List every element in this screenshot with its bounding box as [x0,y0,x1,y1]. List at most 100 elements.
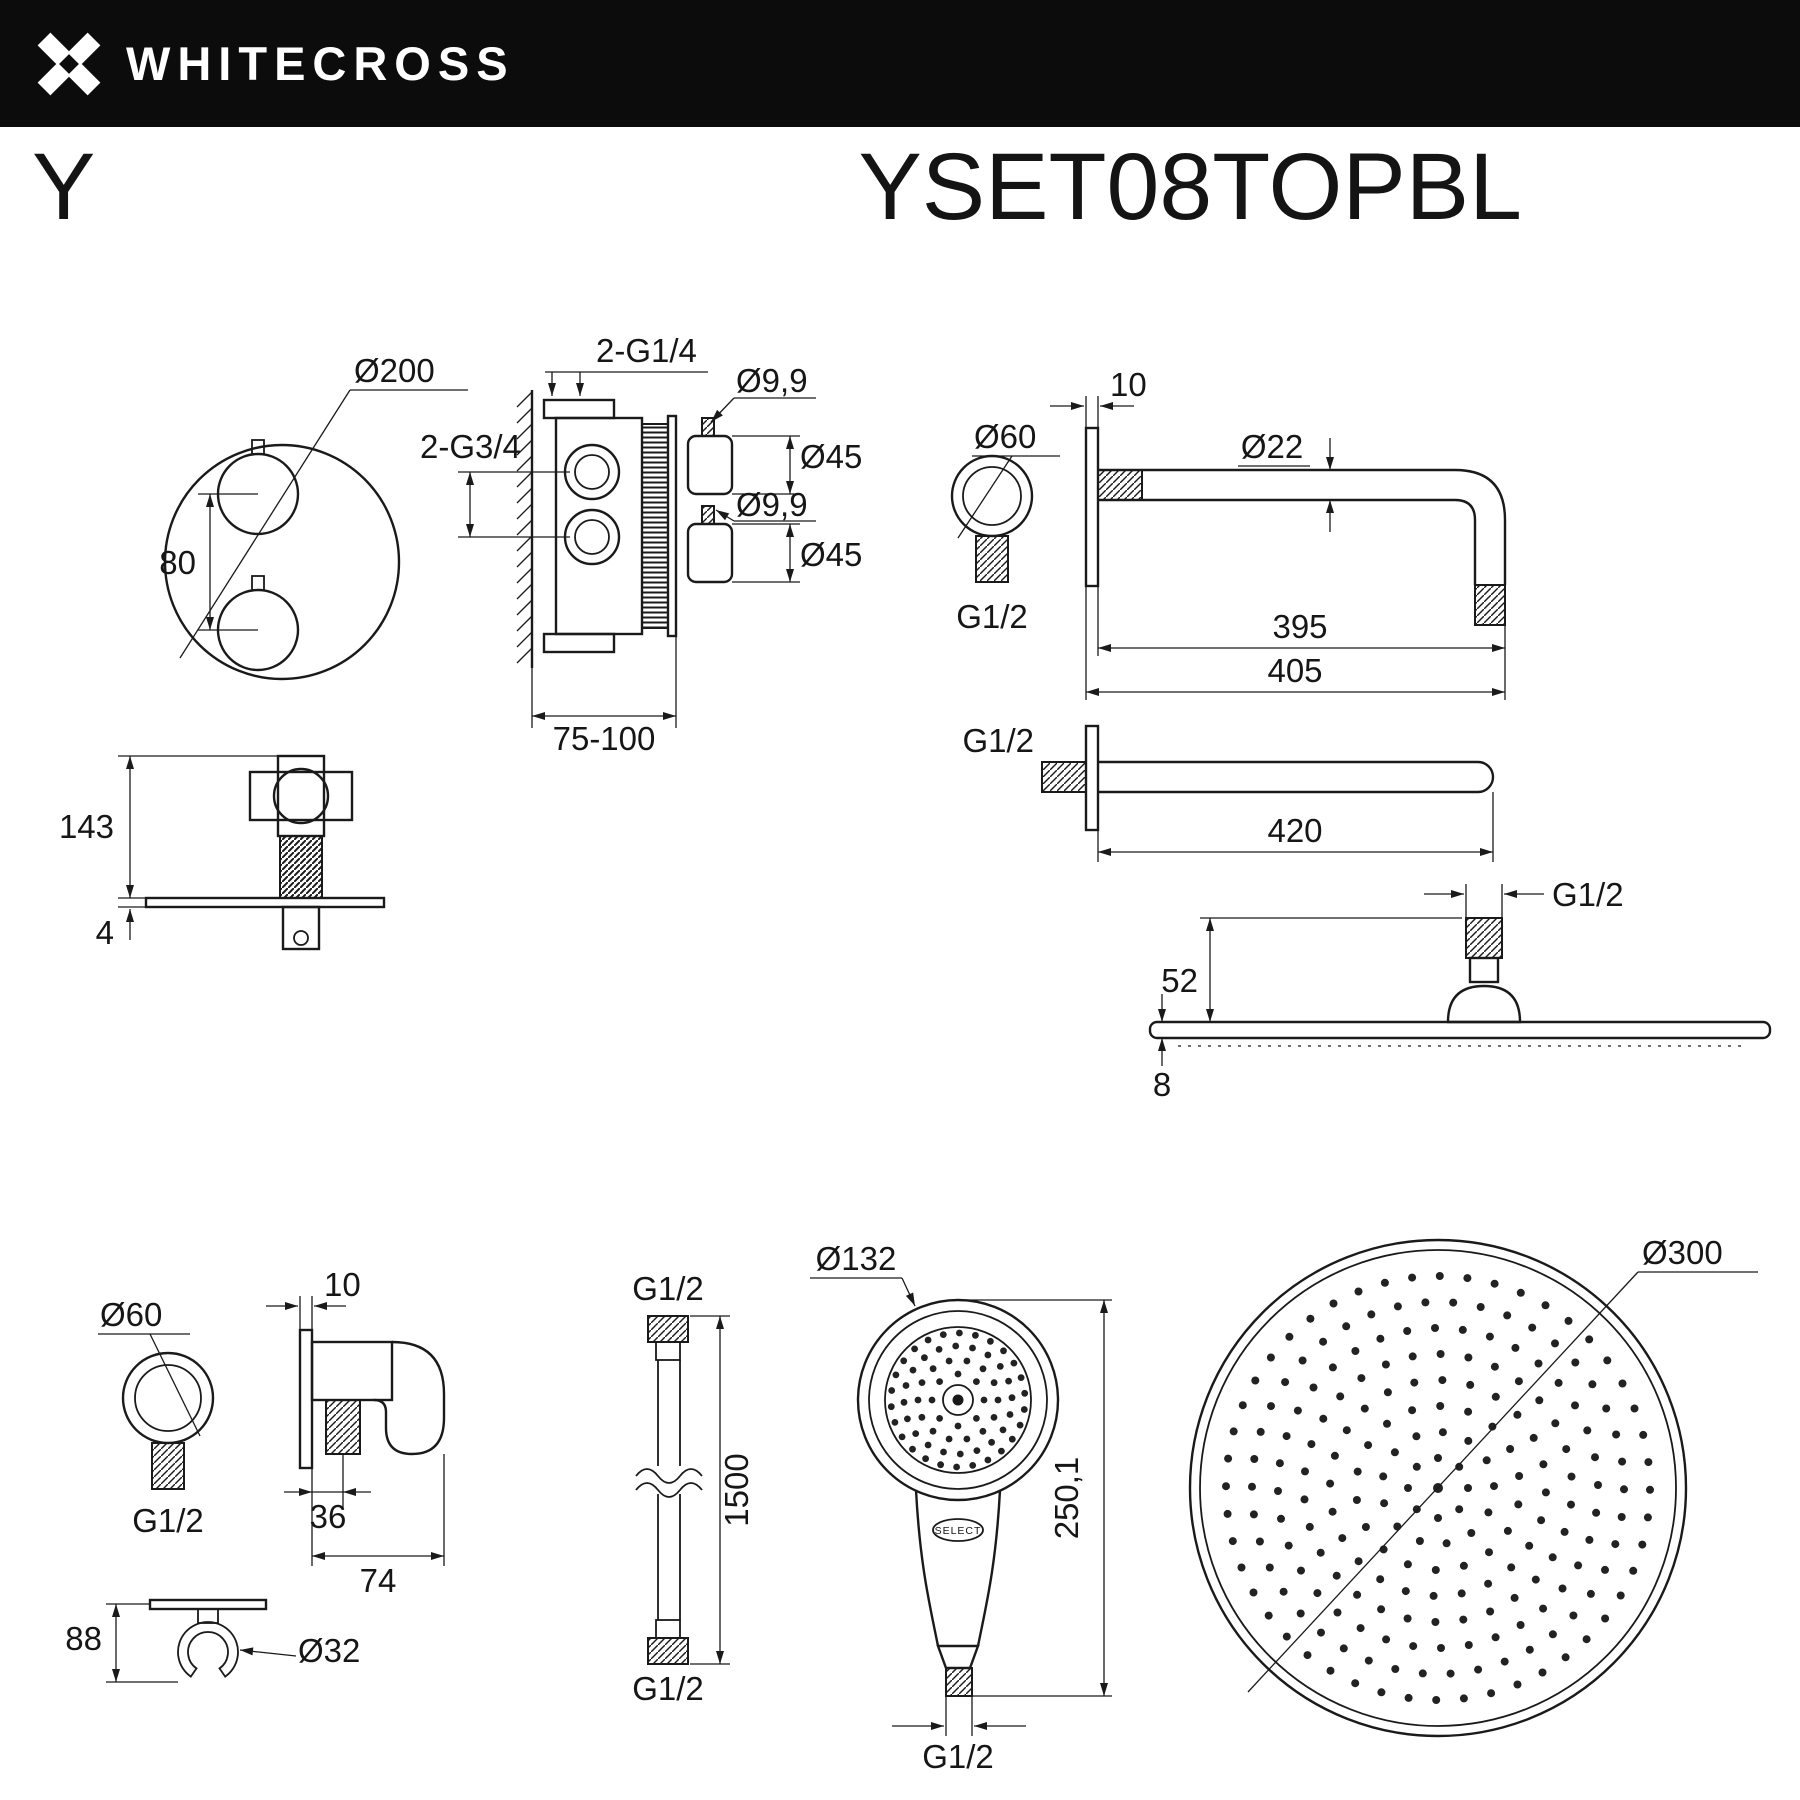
dim-handshower-length: 250,1 [1048,1457,1085,1540]
dim-arm-395: 395 [1272,608,1327,645]
dimension-arm-tube-diameter: Ø22 [1238,428,1334,532]
dimension-install-depth: 75-100 [531,636,677,757]
drawing-outlet-elbow: Ø60 G1/2 10 36 74 [65,1266,446,1683]
holder-stem [197,1608,219,1624]
dimension-connector-height: 52 [1161,917,1462,1022]
dim-elbow-flange-thickness: 10 [324,1266,361,1303]
arm-tube-outer [1098,468,1507,585]
dim-plate-thickness: 8 [1153,1066,1171,1103]
head-connector-collar [1468,956,1500,984]
valve-cartridge-circle [272,767,330,825]
dim-elbow-escutcheon: Ø60 [100,1296,162,1333]
handle-bottom-side [686,522,734,584]
trim-plate-edge [666,414,678,638]
dim-hose-length: 1500 [718,1453,755,1526]
head-plate-side [1148,1020,1772,1040]
elbow-flange [298,1328,314,1470]
dim-head-diameter: Ø300 [1642,1234,1723,1271]
dimension-arm-405: 405 [1085,586,1505,700]
dim-handle-bottom-diameter: Ø45 [800,536,862,573]
dimension-elbow-escutcheon: Ø60 [98,1296,201,1437]
dim-holder-ring: Ø32 [298,1632,360,1669]
arm-tube-inner [1098,498,1477,585]
arm2-tube [1098,760,1495,794]
drawing-mixer-profile: 143 4 [59,754,386,951]
dim-height-143: 143 [59,808,114,845]
elbow-outlet-thread [325,1399,361,1455]
dimension-pin-bottom: Ø9,9 [715,486,816,523]
dimension-holder-ring: Ø32 [239,1632,360,1669]
dimension-plate-thickness: 8 [1153,994,1171,1103]
elbow-body [310,1340,394,1402]
brand-name: WHITECROSS [126,37,515,90]
series-title: Y [32,134,96,240]
dim-handle-spacing: 80 [159,544,196,581]
valve-port-bottom-thread [574,519,610,555]
dim-handle-top-diameter: Ø45 [800,438,862,475]
dimension-side-ports: 2-G3/4 [420,428,570,538]
drawing-overhead-side: G1/2 52 8 [1148,876,1772,1103]
handshower-head-rim [868,1310,1048,1490]
dim-arm2-thread: G1/2 [962,722,1034,759]
valve-cross-horizontal [248,770,354,822]
drawing-mixer-wall-section: 2-G1/4 2-G3/4 Ø9,9 Ø45 Ø9,9 Ø [420,332,862,757]
dimension-handle-top-diameter: Ø45 [732,435,862,495]
valve-port-bottom [563,508,621,566]
dim-plate-diameter: Ø200 [354,352,435,389]
drawing-mixer-trim-front: 80 Ø200 [159,352,468,681]
dimension-hose-length: 1500 [690,1315,755,1665]
dim-install-depth: 75-100 [553,720,656,757]
dim-arm-tube-diameter: Ø22 [1241,428,1303,465]
spout-outlet [293,930,309,946]
arm2-flange [1084,724,1100,832]
dimension-plate-diameter: Ø200 [179,352,468,659]
dimension-handle-spacing: 80 [159,493,258,631]
valve-port-top [563,443,621,501]
dimension-elbow-flange-thickness: 10 [266,1266,361,1330]
dimension-pin-top: Ø9,9 [710,362,816,423]
dim-elbow-depth: 74 [360,1562,397,1599]
dimension-head-thread: G1/2 [1424,876,1624,918]
handle-top-side [686,434,734,496]
hose-break-line [635,1482,703,1498]
dim-plate-4: 4 [96,914,114,951]
head-connector-dome [1446,984,1522,1024]
elbow-escutcheon-outer [121,1351,215,1445]
dim-holder-height: 88 [65,1620,102,1657]
trim-plate-outline [163,443,401,681]
dim-arm2-420: 420 [1267,812,1322,849]
hose-break-gap [636,1466,702,1490]
mounting-plate-edge [144,896,386,909]
handshower-face [884,1326,1032,1474]
hose-nut-top [647,1315,689,1343]
dim-arm-escutcheon: Ø60 [974,418,1036,455]
handle-right-edge [976,1489,1002,1647]
holder-ring [177,1621,239,1678]
dimension-holder-height: 88 [65,1603,178,1683]
arm-escutcheon-outer [950,454,1034,538]
dim-hose-thread-bottom: G1/2 [632,1670,704,1707]
select-button [932,1518,984,1542]
dimension-arm-395: 395 [1097,586,1506,700]
dim-hose-thread-top: G1/2 [632,1270,704,1307]
drawing-hand-shower: Ø132 SELECT 250,1 G1/2 [810,1240,1112,1775]
dimension-arm-flange-thickness: 10 [1050,366,1147,428]
dim-elbow-thread: G1/2 [132,1502,204,1539]
cartridge-sleeve [641,423,669,629]
whitecross-logo-icon [37,32,101,95]
wall-hatching [516,391,533,664]
handshower-center-button [942,1384,974,1416]
spout-block [281,905,321,951]
dim-handshower-thread: G1/2 [922,1738,994,1775]
knob-pin [251,575,265,591]
valve-threaded-neck [279,835,323,899]
handshower-center-dot [952,1394,964,1406]
handle-left-edge [914,1489,940,1647]
dim-arm-flange-thickness: 10 [1110,366,1147,403]
drawing-overhead-top: Ø300 [1188,1234,1758,1738]
dim-pin-top: Ø9,9 [736,362,808,399]
head-top-nozzles [1222,1272,1654,1704]
dim-handshower-diameter: Ø132 [816,1240,897,1277]
